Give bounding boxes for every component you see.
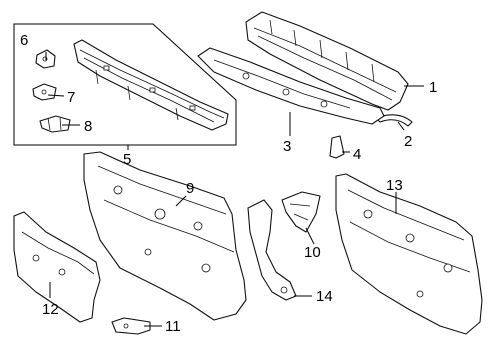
callout-12: 12 bbox=[42, 301, 59, 318]
part-4-gusset bbox=[329, 135, 345, 159]
callout-6: 6 bbox=[20, 32, 28, 49]
part-11-bracket bbox=[111, 317, 151, 335]
callout-9: 9 bbox=[186, 180, 194, 197]
part-3-cowl-panel bbox=[197, 47, 385, 125]
callout-14: 14 bbox=[316, 288, 333, 305]
part-14-reinforcement bbox=[247, 199, 297, 301]
part-2-trim bbox=[375, 114, 413, 127]
part-1-cowl-louver bbox=[245, 11, 409, 111]
callout-1: 1 bbox=[429, 79, 437, 96]
callout-4: 4 bbox=[353, 146, 361, 163]
callout-3: 3 bbox=[283, 138, 291, 155]
callout-13: 13 bbox=[386, 177, 403, 194]
callout-7: 7 bbox=[67, 89, 75, 106]
part-5-cowl-top-panel bbox=[73, 39, 229, 131]
part-7-bracket bbox=[32, 83, 57, 101]
part-8-clip bbox=[39, 115, 71, 133]
part-12-insulator bbox=[13, 211, 101, 323]
callout-11: 11 bbox=[165, 318, 181, 335]
callout-5: 5 bbox=[123, 151, 131, 168]
leader-lines bbox=[45, 52, 424, 327]
callout-10: 10 bbox=[304, 244, 321, 261]
callout-2: 2 bbox=[404, 133, 412, 150]
callout-8: 8 bbox=[84, 118, 92, 135]
inset-box bbox=[13, 23, 237, 146]
part-10-bracket bbox=[281, 191, 321, 233]
part-13-dash-silencer bbox=[335, 173, 483, 335]
part-9-dash-panel bbox=[83, 151, 247, 321]
